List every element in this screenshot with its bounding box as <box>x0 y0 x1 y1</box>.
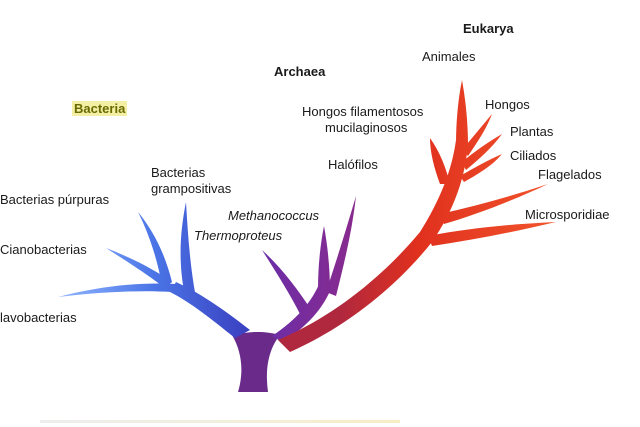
branch-plantas <box>462 134 502 170</box>
label-bacterias-grampositivas-1: Bacterias <box>151 165 206 180</box>
branch-hongos <box>462 114 492 156</box>
domain-label-bacteria: Bacteria <box>72 101 128 116</box>
branch-grampositivas <box>180 202 196 298</box>
label-hongos-filamentosos-2: mucilaginosos <box>325 120 408 135</box>
branch-halofilos <box>326 196 356 296</box>
bottom-caption-strip <box>40 420 400 423</box>
label-ciliados: Ciliados <box>510 148 557 163</box>
branch-methanococcus <box>318 226 330 292</box>
branch-flavobacterias <box>58 283 176 297</box>
label-flavobacterias: lavobacterias <box>0 310 77 325</box>
branch-purpuras <box>138 212 172 286</box>
label-cianobacterias: Cianobacterias <box>0 242 87 257</box>
label-methanococcus: Methanococcus <box>228 208 320 223</box>
tree-trunk <box>232 331 280 392</box>
label-animales: Animales <box>422 49 476 64</box>
branch-cianobacterias <box>106 248 172 288</box>
label-hongos: Hongos <box>485 97 530 112</box>
label-hongos-filamentosos-1: Hongos filamentosos <box>302 104 424 119</box>
label-microsporidiae: Microsporidiae <box>525 207 610 222</box>
label-plantas: Plantas <box>510 124 554 139</box>
branch-thermoproteus <box>262 250 310 314</box>
label-thermoproteus: Thermoproteus <box>194 228 283 243</box>
domain-label-archaea: Archaea <box>274 64 326 79</box>
branch-hongos-filamentosos <box>430 138 450 184</box>
domain-label-eukarya: Eukarya <box>463 21 514 36</box>
branch-microsporidiae <box>428 222 556 246</box>
branch-flagelados <box>440 184 548 224</box>
bacteria-limb <box>170 282 250 338</box>
label-halofilos: Halófilos <box>328 157 378 172</box>
label-bacterias-purpuras: Bacterias púrpuras <box>0 192 110 207</box>
label-flagelados: Flagelados <box>538 167 602 182</box>
branch-animales <box>456 80 468 146</box>
label-bacterias-grampositivas-2: grampositivas <box>151 181 232 196</box>
branch-ciliados <box>460 154 502 182</box>
